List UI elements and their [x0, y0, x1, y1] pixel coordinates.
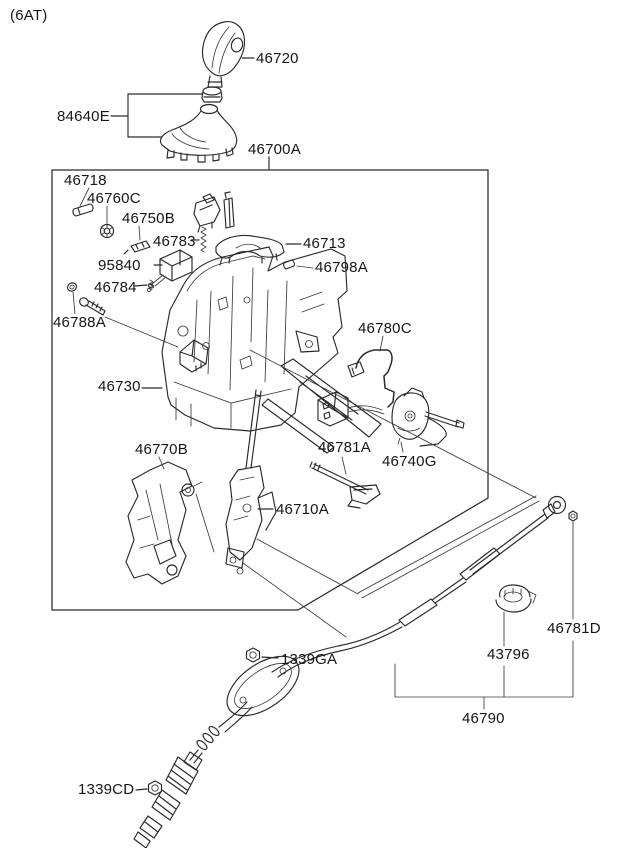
part-label-46720: 46720 [256, 50, 299, 67]
bezel-46713-drawing [215, 234, 285, 266]
part-label-46788A: 46788A [53, 314, 106, 331]
leader-1339GA [261, 656, 279, 659]
housing-46730-drawing [161, 246, 382, 454]
washer-46760C-drawing [99, 223, 115, 239]
nut-1339GA-drawing [245, 647, 261, 663]
part-label-1339GA: 1339GA [281, 651, 337, 668]
shift-knob-drawing [201, 21, 246, 88]
connector-part-drawing [179, 339, 209, 373]
leader-46788A-to-housing [104, 316, 179, 348]
nut-1339CD-drawing [147, 780, 163, 796]
part-label-46780C: 46780C [358, 320, 412, 337]
part-label-1339CD: 1339CD [78, 781, 134, 798]
part-label-43796: 43796 [487, 646, 530, 663]
part-label-46783: 46783 [153, 233, 196, 250]
part-label-46713: 46713 [303, 235, 346, 252]
part-label-46790: 46790 [462, 710, 505, 727]
bracket-46790-lines [394, 640, 574, 710]
part-label-46770B: 46770B [135, 441, 188, 458]
actuator-46740G-drawing [391, 387, 465, 447]
part-label-46700A: 46700A [248, 141, 301, 158]
pin-46784-drawing [147, 283, 155, 289]
part-label-46710A: 46710A [276, 501, 329, 518]
harness-connector-drawing [317, 391, 385, 427]
transmission-type-note: (6AT) [10, 7, 47, 24]
knob-button-drawing [201, 86, 223, 103]
leader-46740G [400, 441, 404, 453]
assembly-box-outline [51, 169, 489, 611]
part-label-46760C: 46760C [87, 190, 141, 207]
shift-boot-drawing [159, 103, 238, 163]
part-label-46730: 46730 [98, 378, 141, 395]
part-label-46750B: 46750B [122, 210, 175, 227]
assembly-leader-lines [242, 349, 540, 638]
pin-46798A-drawing [283, 259, 295, 270]
wire-46780C-drawing [347, 349, 395, 408]
leader-46718 [79, 187, 90, 207]
leader-46750B [138, 225, 141, 241]
part-label-46798A: 46798A [315, 259, 368, 276]
solenoid-95840-drawing [146, 249, 193, 293]
clip-46750B-drawing [123, 240, 151, 255]
leader-1339CD [135, 788, 148, 791]
detent-switch-drawing [193, 191, 235, 233]
leader-46798A [296, 265, 314, 269]
part-label-46740G: 46740G [382, 453, 437, 470]
leader-46788A-oring [72, 291, 76, 315]
spring-46783-drawing [200, 226, 207, 253]
part-label-46781A: 46781A [318, 439, 371, 456]
leader-46770B [158, 456, 165, 470]
part-label-46718: 46718 [64, 172, 107, 189]
bracket-46770B-drawing [125, 461, 215, 585]
leader-46780C [379, 335, 384, 352]
oring-46788A-drawing [66, 282, 78, 292]
leader-46781A [341, 456, 347, 475]
pin-46718-drawing [72, 203, 94, 217]
cable-assembly-drawing [133, 495, 567, 848]
part-label-84640E: 84640E [57, 108, 110, 125]
rod-46781A-drawing [309, 461, 381, 509]
leader-46784 [134, 284, 148, 287]
nut-46781D-drawing [568, 510, 578, 522]
part-label-46781D: 46781D [547, 620, 601, 637]
part-label-46784: 46784 [94, 279, 137, 296]
lever-46710A-drawing [225, 389, 277, 575]
grommet-43796-drawing [495, 584, 537, 613]
part-label-95840: 95840 [98, 257, 141, 274]
boot-kit-bracket [110, 93, 203, 138]
bolt-46788A-drawing [79, 297, 106, 316]
